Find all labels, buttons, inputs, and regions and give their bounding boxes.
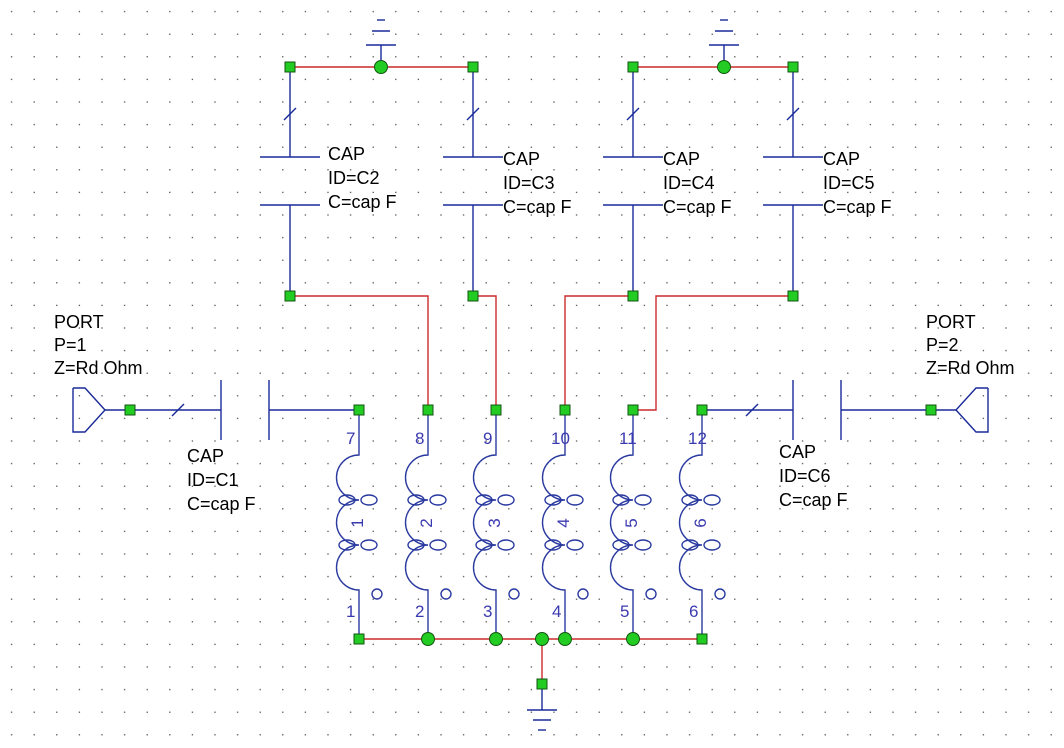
inductor-coil-3[interactable]: 3 9 3 [472, 410, 520, 639]
wire-c2-to-pin8 [290, 295, 429, 410]
c6-value: C=cap F [779, 490, 848, 510]
c4-name: CAP [663, 149, 700, 169]
c3-id: ID=C3 [503, 173, 555, 193]
c6-name: CAP [779, 442, 816, 462]
wire-c4-to-pin10 [564, 295, 633, 410]
coil-label-4: 4 [554, 518, 573, 527]
pin-top-12: 12 [688, 429, 707, 448]
capacitor-c1-symbol[interactable] [130, 380, 359, 440]
label-port-2: PORT P=2 Z=Rd Ohm [926, 312, 1015, 378]
wire-c5-to-pin11 [633, 295, 793, 411]
pin-bottom-2: 2 [415, 602, 424, 621]
port1-p: P=1 [54, 335, 87, 355]
c4-id: ID=C4 [663, 173, 715, 193]
label-c1: CAP ID=C1 C=cap F [187, 446, 256, 514]
wire-c3-to-pin9 [473, 295, 497, 410]
c5-id: ID=C5 [823, 173, 875, 193]
inductor-coil-4[interactable]: 4 10 4 [541, 410, 589, 639]
coil-label-6: 6 [691, 518, 710, 527]
capacitor-c3-symbol[interactable] [443, 67, 503, 296]
pin-bottom-1: 1 [346, 602, 355, 621]
port1-z: Z=Rd Ohm [54, 358, 143, 378]
c2-value: C=cap F [328, 192, 397, 212]
c1-name: CAP [187, 446, 224, 466]
inductor-coil-2[interactable]: 2 8 2 [404, 410, 452, 639]
inductor-coil-5[interactable]: 5 11 5 [609, 410, 657, 639]
c2-name: CAP [328, 144, 365, 164]
label-c6: CAP ID=C6 C=cap F [779, 442, 848, 510]
port2-z: Z=Rd Ohm [926, 358, 1015, 378]
c3-value: C=cap F [503, 197, 572, 217]
connection-nodes [124, 60, 937, 690]
capacitor-c4-symbol[interactable] [603, 67, 663, 296]
pin-bottom-5: 5 [620, 602, 629, 621]
coil-label-3: 3 [485, 518, 504, 527]
label-c5: CAP ID=C5 C=cap F [823, 149, 892, 217]
capacitor-c5-symbol[interactable] [763, 67, 823, 296]
port1-name: PORT [54, 312, 104, 332]
pin-top-8: 8 [415, 429, 424, 448]
coil-label-2: 2 [417, 518, 436, 527]
pin-bottom-4: 4 [552, 602, 561, 621]
inductor-coil-1[interactable]: 1 7 1 [335, 410, 383, 639]
c4-value: C=cap F [663, 197, 732, 217]
c1-id: ID=C1 [187, 470, 239, 490]
c5-value: C=cap F [823, 197, 892, 217]
label-c4: CAP ID=C4 C=cap F [663, 149, 732, 217]
port2-p: P=2 [926, 335, 959, 355]
pin-top-7: 7 [346, 429, 355, 448]
capacitor-c6-symbol[interactable] [702, 380, 931, 440]
label-c2: CAP ID=C2 C=cap F [328, 144, 397, 212]
label-port-1: PORT P=1 Z=Rd Ohm [54, 312, 143, 378]
c1-value: C=cap F [187, 494, 256, 514]
port2-name: PORT [926, 312, 976, 332]
pin-bottom-3: 3 [483, 602, 492, 621]
inductor-coil-6[interactable]: 6 12 6 [678, 410, 726, 639]
pin-top-10: 10 [551, 429, 570, 448]
c5-name: CAP [823, 149, 860, 169]
coil-label-1: 1 [348, 518, 367, 527]
coil-label-5: 5 [622, 518, 641, 527]
pin-top-11: 11 [619, 429, 637, 448]
label-c3: CAP ID=C3 C=cap F [503, 149, 572, 217]
c3-name: CAP [503, 149, 540, 169]
capacitor-c2-symbol[interactable] [260, 67, 320, 296]
pin-bottom-6: 6 [689, 602, 698, 621]
c2-id: ID=C2 [328, 168, 380, 188]
c6-id: ID=C6 [779, 466, 831, 486]
pin-top-9: 9 [483, 429, 492, 448]
